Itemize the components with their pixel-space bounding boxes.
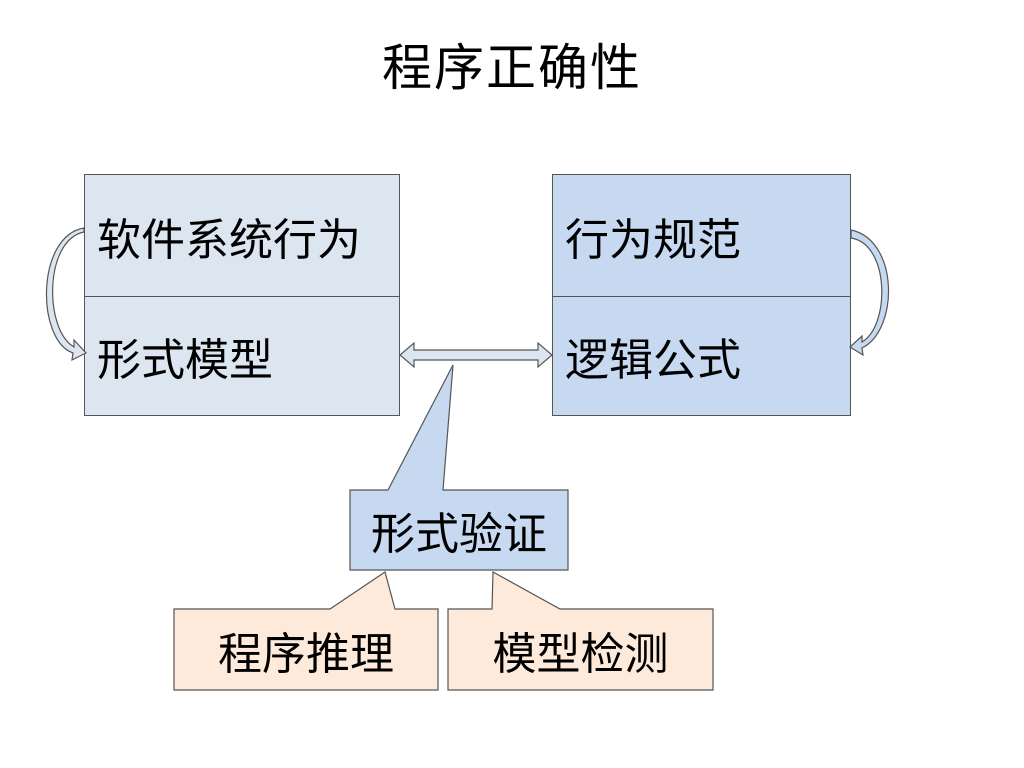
behavior-spec-label: 行为规范 <box>565 214 741 266</box>
model-checking-callout <box>447 570 714 691</box>
software-behavior-box: 软件系统行为 <box>84 174 400 297</box>
double-arrow-icon <box>399 341 553 369</box>
verification-label: 形式验证 <box>371 509 547 560</box>
program-reasoning-callout <box>173 571 439 691</box>
left-curved-arrow-icon <box>46 227 87 362</box>
behavior-spec-box: 行为规范 <box>552 174 851 297</box>
logic-formula-box: 逻辑公式 <box>552 296 851 416</box>
verification-callout <box>349 364 569 571</box>
method-model-checking: 模型检测 <box>492 628 669 680</box>
right-curved-arrow-icon <box>849 229 889 357</box>
logic-formula-label: 逻辑公式 <box>565 335 741 386</box>
software-behavior-label: 软件系统行为 <box>97 214 361 266</box>
method-program-reasoning: 程序推理 <box>218 628 394 680</box>
formal-model-box: 形式模型 <box>84 296 400 416</box>
page-title: 程序正确性 <box>382 39 642 97</box>
formal-model-label: 形式模型 <box>97 335 273 386</box>
